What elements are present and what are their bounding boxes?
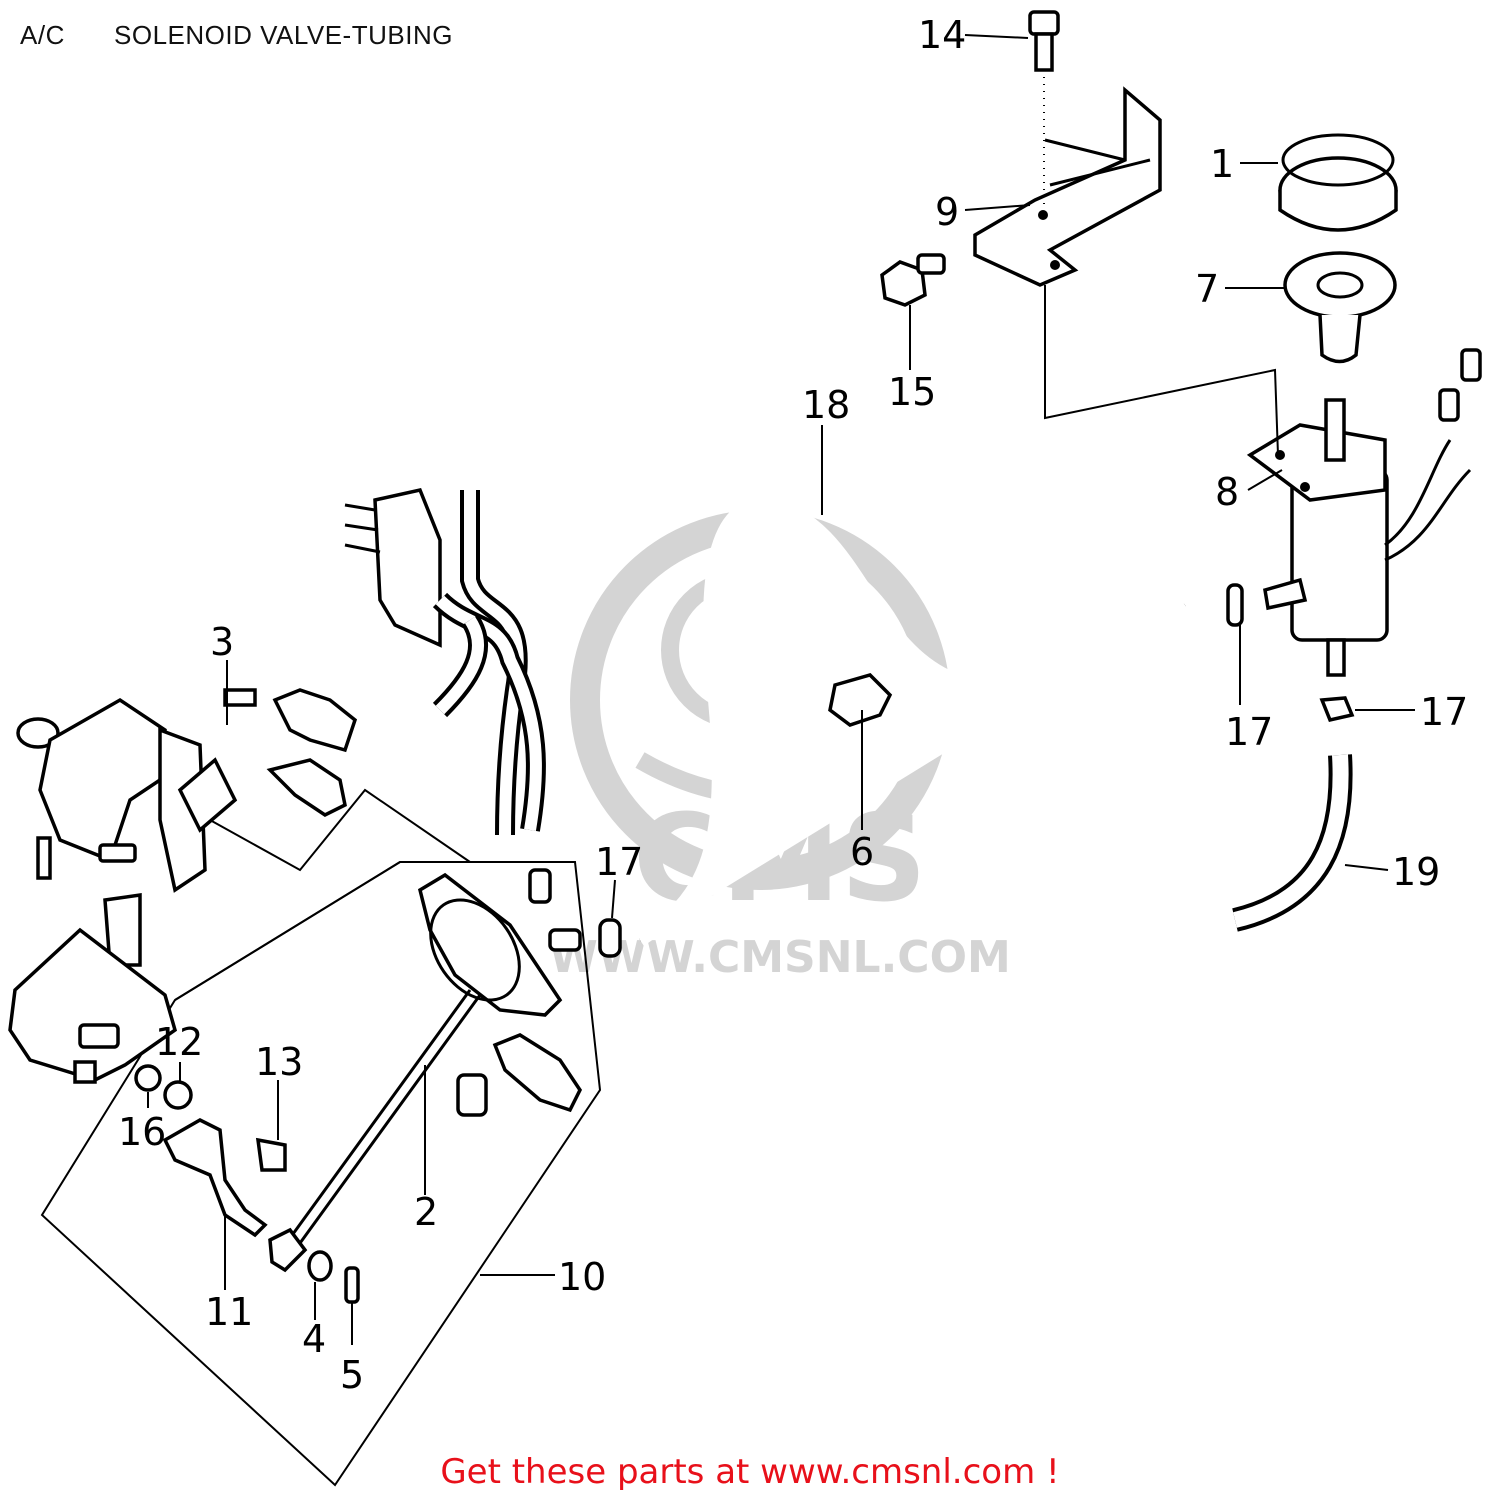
callout-19: 19	[1392, 850, 1440, 894]
page-title: SOLENOID VALVE-TUBING	[114, 20, 453, 50]
callout-10: 10	[558, 1255, 606, 1299]
linkage-upper	[16, 688, 358, 893]
solenoid-valve-8	[1246, 348, 1482, 677]
clamp-17-c	[598, 918, 622, 958]
callout-3: 3	[210, 620, 234, 664]
callout-1: 1	[1210, 142, 1234, 186]
pin-5	[344, 1266, 360, 1304]
callout-6: 6	[850, 830, 874, 874]
bolt-15	[880, 253, 946, 307]
bolt-13	[255, 1137, 287, 1172]
callout-11: 11	[205, 1290, 253, 1334]
cap-1	[1278, 133, 1398, 232]
rod-2	[268, 989, 482, 1273]
clamp-17-a	[1226, 583, 1244, 627]
callout-9: 9	[935, 190, 959, 234]
callout-17-b: 17	[1420, 690, 1468, 734]
washer-16	[134, 1064, 162, 1092]
clamp-17-b	[1319, 696, 1355, 723]
callout-12: 12	[155, 1020, 203, 1064]
bolt-14	[1028, 10, 1060, 72]
callout-4: 4	[302, 1317, 326, 1361]
callout-14: 14	[918, 13, 966, 57]
clip-6	[828, 673, 893, 727]
watermark-url: WWW.CMSNL.COM	[549, 932, 1011, 983]
callout-18: 18	[802, 383, 850, 427]
pipe-assembly	[344, 487, 546, 836]
callout-7: 7	[1195, 267, 1219, 311]
washer-12	[163, 1080, 193, 1110]
hose-19-inner	[1233, 754, 1349, 928]
leader-lines	[147, 34, 1415, 1345]
bracket-leader	[1044, 285, 1279, 456]
assembly-leader-lines	[174, 788, 471, 1001]
callout-16: 16	[118, 1110, 166, 1154]
callout-17-a: 17	[1225, 710, 1273, 754]
hose-18-inner	[636, 497, 1190, 946]
bracket-9	[973, 86, 1162, 287]
callout-8: 8	[1215, 470, 1239, 514]
section-label: A/C	[20, 20, 65, 50]
callout-2: 2	[414, 1190, 438, 1234]
callout-13: 13	[255, 1040, 303, 1084]
callout-labels: 1 2 3 4 5 6 7 8 9 10 11 12 13 14 15 16 1…	[118, 13, 1468, 1397]
callout-17-c: 17	[595, 840, 643, 884]
vacuum-diaphragm	[417, 868, 583, 1117]
arm-11	[162, 1118, 268, 1238]
nut-4	[307, 1250, 333, 1282]
actuator-lower	[8, 892, 178, 1084]
callout-15: 15	[888, 370, 936, 414]
callout-5: 5	[340, 1353, 364, 1397]
grommet-7	[1283, 251, 1397, 364]
get-parts-link[interactable]: Get these parts at www.cmsnl.com !	[440, 1452, 1060, 1492]
